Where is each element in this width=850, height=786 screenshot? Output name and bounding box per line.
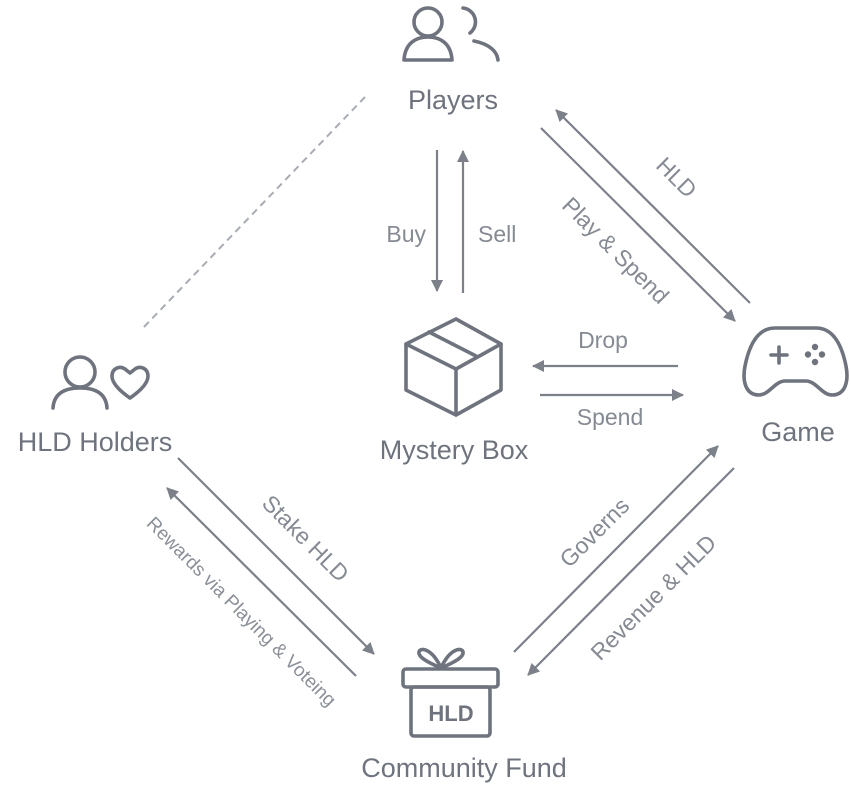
stake-hld-label: Stake HLD bbox=[257, 490, 354, 587]
revenue-hld-arrow bbox=[527, 467, 735, 676]
sell-label: Sell bbox=[478, 221, 516, 247]
gamepad-icon bbox=[742, 326, 849, 397]
user-heart-icon bbox=[51, 355, 150, 410]
buy-label: Buy bbox=[386, 221, 426, 247]
drop-label: Drop bbox=[578, 327, 628, 353]
community-fund-label: Community Fund bbox=[361, 753, 567, 783]
mystery-box-label: Mystery Box bbox=[380, 435, 529, 465]
hld-holders-label: HLD Holders bbox=[18, 427, 173, 457]
gift-icon: HLD bbox=[401, 647, 500, 738]
governs-label: Governs bbox=[554, 492, 634, 572]
players-label: Players bbox=[408, 85, 498, 115]
fund-badge: HLD bbox=[428, 701, 473, 726]
users-icon bbox=[402, 6, 500, 62]
play-spend-arrow bbox=[540, 127, 736, 322]
stake-hld-arrow bbox=[177, 457, 375, 655]
hld-to-players-arrow bbox=[555, 109, 751, 304]
governs-arrow bbox=[513, 445, 719, 653]
box-icon bbox=[404, 317, 503, 417]
rewards-arrow bbox=[166, 487, 357, 677]
hld-to-players-label: HLD bbox=[651, 152, 702, 203]
players-holders-dashed-link bbox=[142, 96, 366, 329]
game-label: Game bbox=[761, 417, 835, 447]
spend-label: Spend bbox=[577, 404, 644, 430]
